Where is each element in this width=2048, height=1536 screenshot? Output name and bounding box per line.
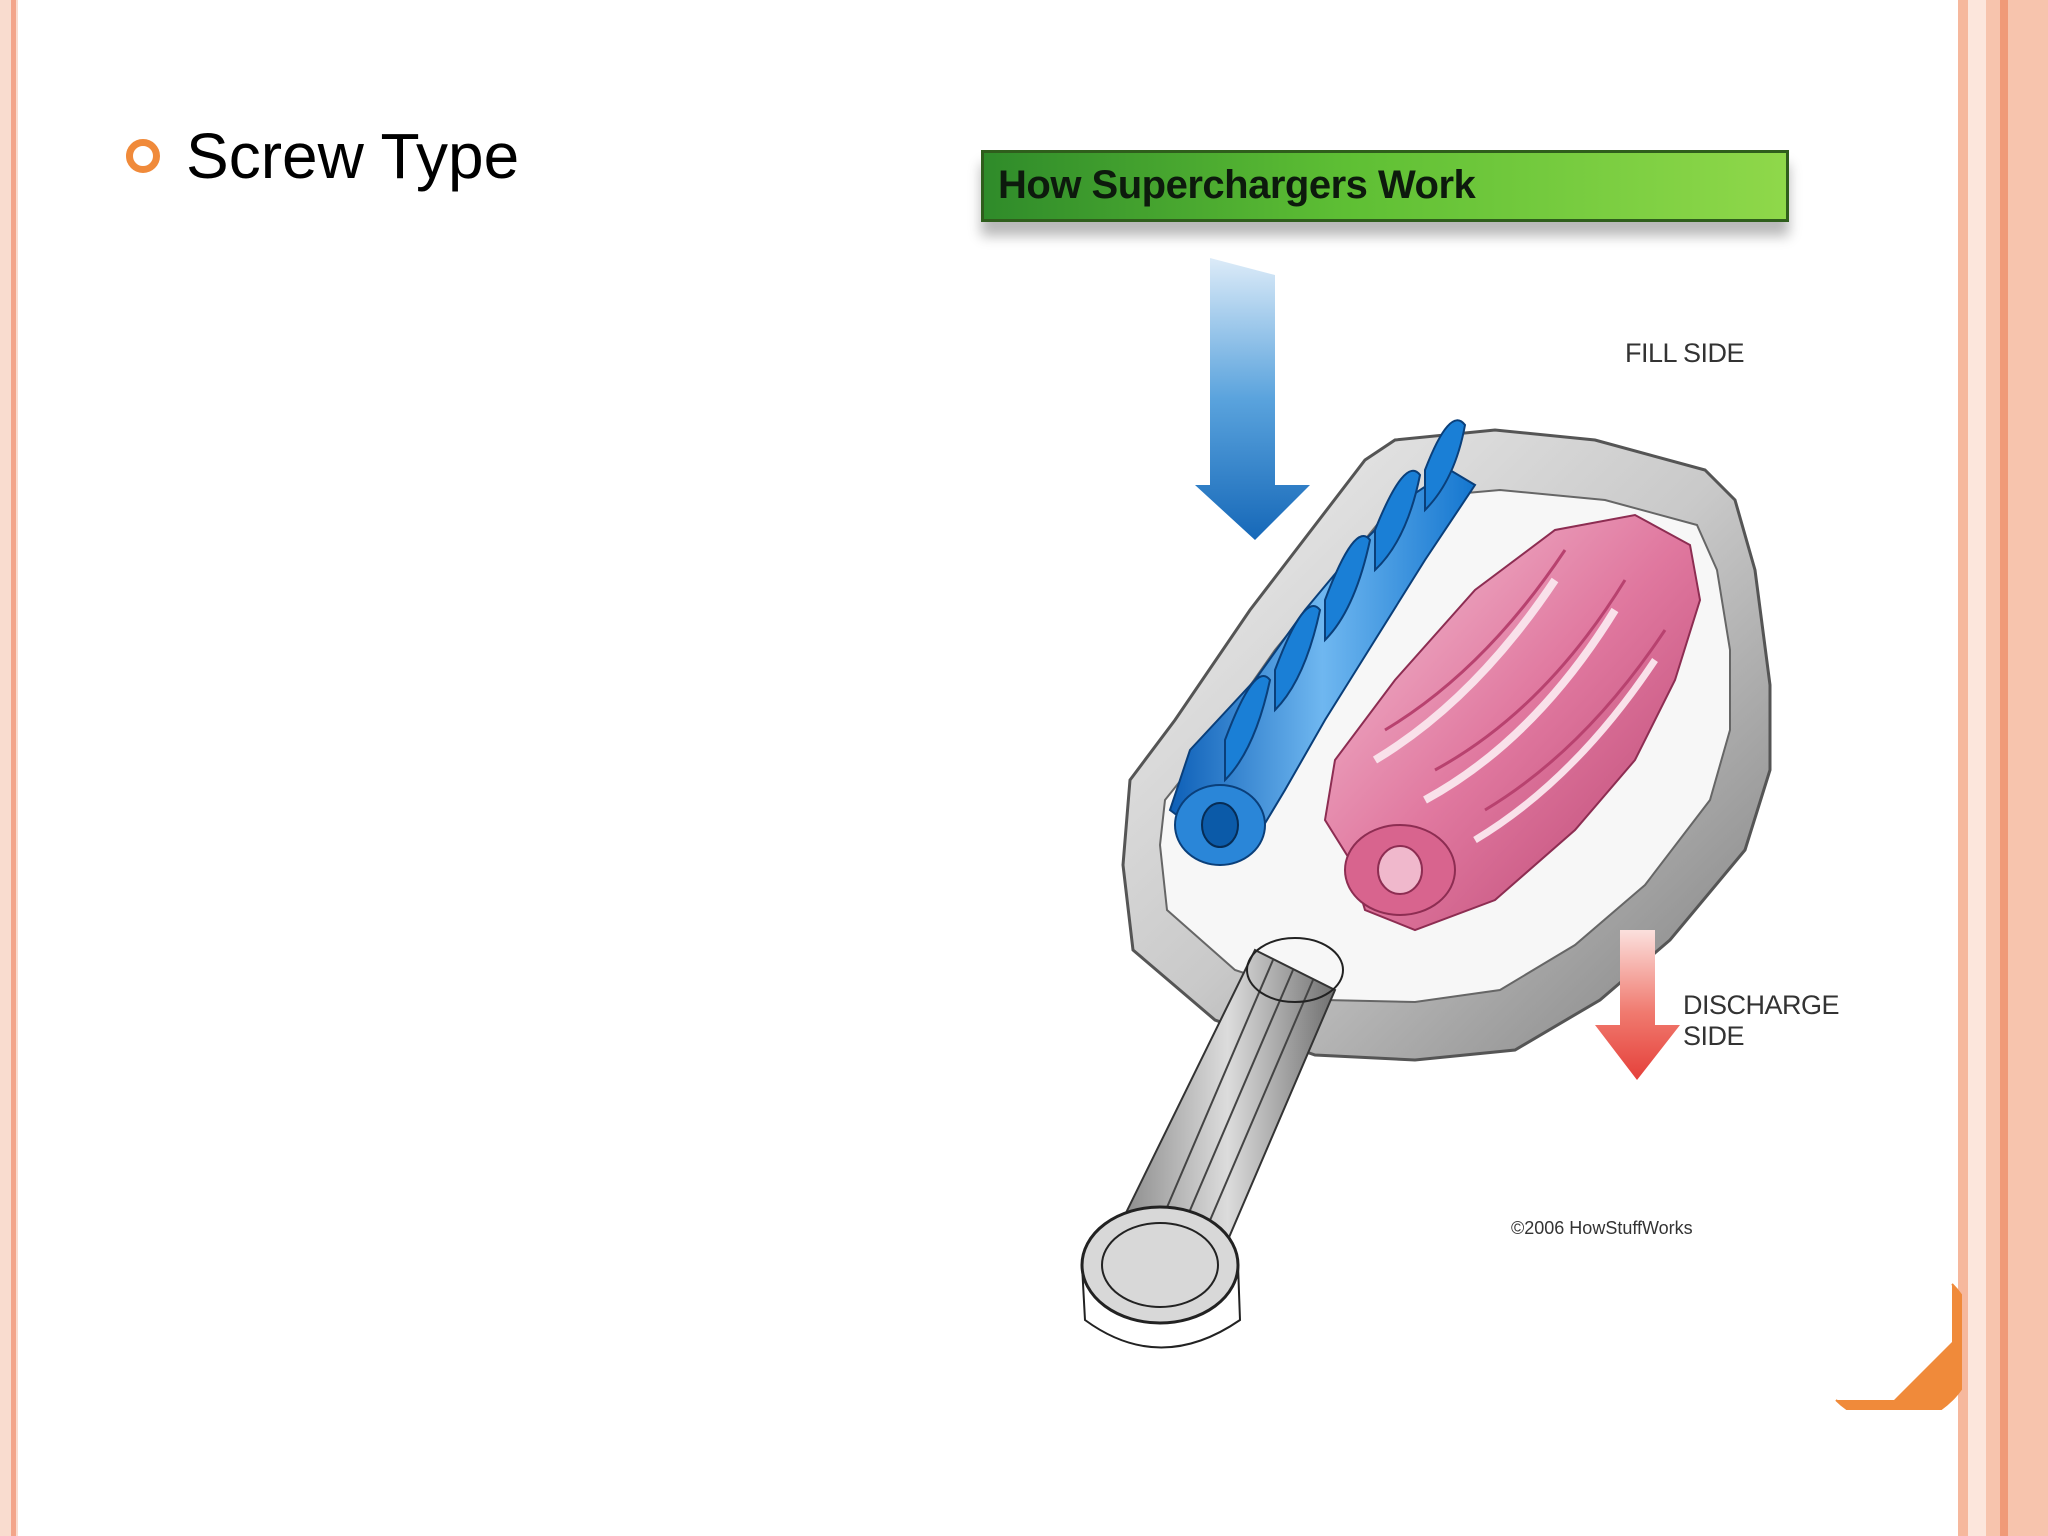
bullet-ring-icon — [126, 139, 160, 173]
corner-arc-icon — [1835, 1283, 1962, 1410]
figure-credit: ©2006 HowStuffWorks — [1511, 1218, 1693, 1238]
pink-screw-rotor — [1323, 513, 1702, 932]
fill-side-label: FILL SIDE — [1625, 338, 1745, 368]
fill-arrow-icon — [1195, 258, 1310, 540]
figure-title-banner: How Superchargers Work — [981, 150, 1789, 222]
right-border-band-outer — [1986, 0, 2048, 1536]
bullet-text: Screw Type — [186, 120, 520, 192]
discharge-arrow-icon — [1595, 930, 1680, 1080]
blue-screw-rotor — [1168, 419, 1477, 866]
left-border-line — [11, 0, 16, 1536]
supercharger-figure: How Superchargers Work — [955, 140, 1905, 1390]
right-border-line — [2000, 0, 2008, 1536]
drive-shaft — [1080, 937, 1344, 1349]
figure-title: How Superchargers Work — [998, 163, 1476, 207]
right-border-band-inner — [1958, 0, 1968, 1536]
discharge-side-label: DISCHARGE SIDE — [1683, 990, 1840, 1051]
bullet-item: Screw Type — [126, 118, 519, 194]
right-border-band-gap — [1968, 0, 1986, 1536]
supercharger-illustration — [1080, 258, 1772, 1349]
